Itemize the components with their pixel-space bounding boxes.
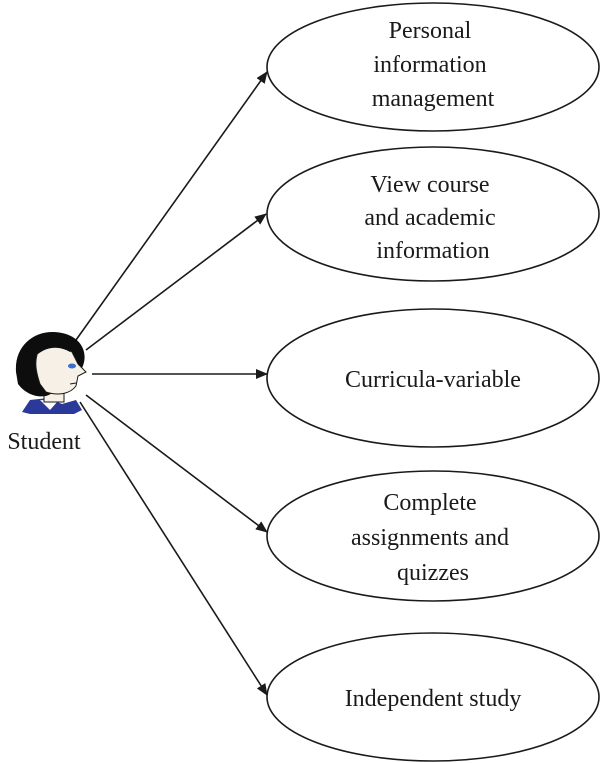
- use-case-view-course: View course and academic information: [266, 146, 600, 282]
- svg-text:Curricula-variable: Curricula-variable: [345, 367, 521, 393]
- associations: [75, 71, 268, 696]
- student-avatar-icon: [15, 331, 87, 414]
- use-case-label-line: and academic: [364, 205, 495, 231]
- use-case-label-line: View course: [370, 172, 489, 198]
- use-case-ellipse: [266, 2, 600, 132]
- svg-text:Complete assignments and: Complete assignments and quizzes: [351, 490, 515, 586]
- svg-text:Independent study: Independent study: [345, 686, 522, 712]
- use-case-personal-information: Personal information management: [266, 2, 600, 132]
- use-case-complete-assignments: Complete assignments and quizzes: [266, 470, 600, 602]
- use-case-label-line: assignments and: [351, 525, 509, 551]
- use-case-label-line: information: [376, 238, 489, 264]
- arrow-to-independent-study: [79, 401, 268, 696]
- use-case-ellipse: [266, 470, 600, 602]
- svg-text:Personal information: Personal information management: [372, 18, 495, 112]
- arrow-to-personal-information: [75, 71, 268, 341]
- use-case-label-line: Curricula-variable: [345, 367, 521, 393]
- use-case-ellipse: [266, 308, 600, 448]
- arrow-to-view-course: [85, 213, 267, 351]
- use-case-ellipse: [266, 632, 600, 762]
- use-case-label-line: management: [372, 86, 495, 112]
- actor-label: Student: [7, 429, 81, 455]
- use-case-label-line: Personal: [389, 18, 472, 44]
- use-case-label-line: quizzes: [397, 560, 469, 586]
- use-case-label-line: Independent study: [345, 686, 522, 712]
- use-case-label-line: information: [373, 52, 486, 78]
- use-case-ellipse: [266, 146, 600, 282]
- svg-text:View course and academic: View course and academic information: [364, 172, 501, 264]
- use-case-label-line: Complete: [383, 490, 476, 516]
- use-case-independent-study: Independent study: [266, 632, 600, 762]
- student-actor: Student: [7, 331, 87, 455]
- arrow-to-complete-assignments: [85, 394, 268, 533]
- use-case-curricula-variable: Curricula-variable: [266, 308, 600, 448]
